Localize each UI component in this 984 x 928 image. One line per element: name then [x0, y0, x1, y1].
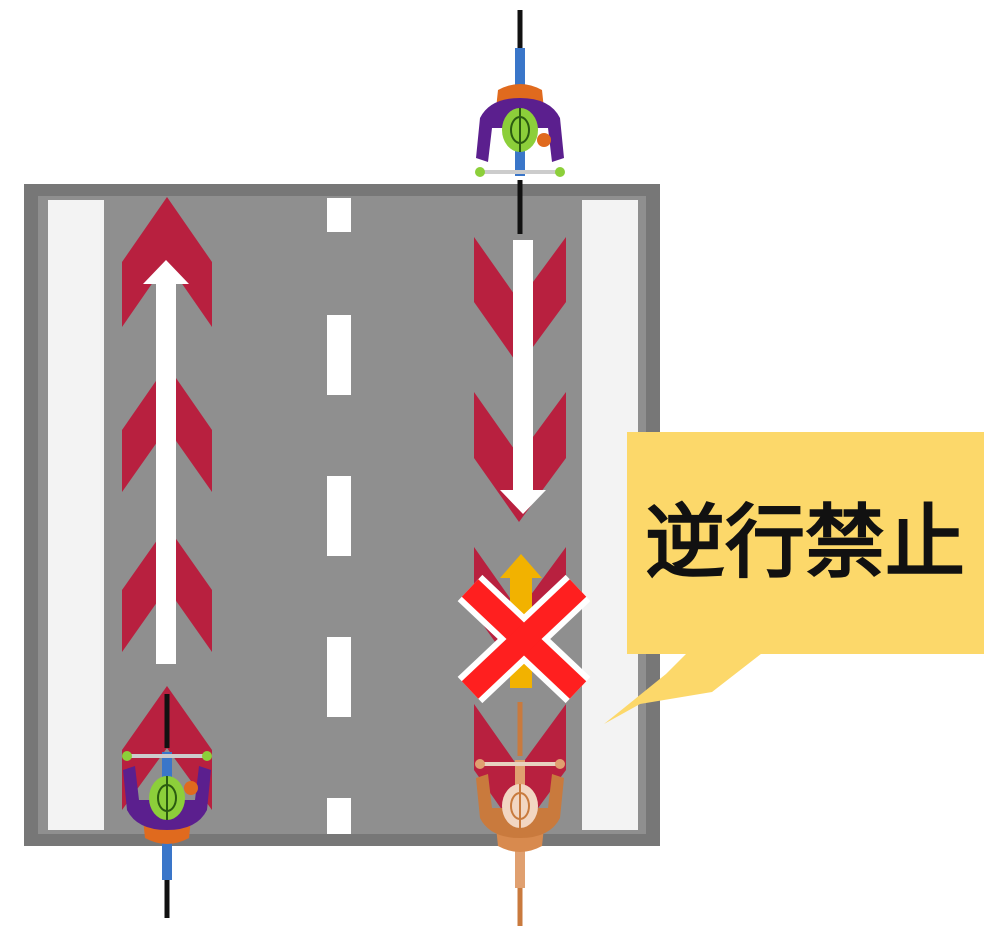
callout-bubble: 逆行禁止: [604, 432, 984, 724]
bicycle-rider-correct-icon: [475, 10, 565, 234]
sidewalk-left: [48, 200, 104, 830]
callout-box: [627, 432, 984, 654]
bicycle-rider-wrong-way-icon: [475, 702, 565, 926]
bicycle-rider-correct-icon: [122, 694, 212, 918]
prohibition-x-icon: [457, 574, 591, 704]
center-lane-divider: [327, 198, 351, 834]
right-lane-down-arrow: [500, 240, 546, 514]
callout-text: 逆行禁止: [645, 496, 965, 589]
callout-tail: [604, 650, 766, 724]
left-lane-up-arrow: [143, 260, 189, 664]
